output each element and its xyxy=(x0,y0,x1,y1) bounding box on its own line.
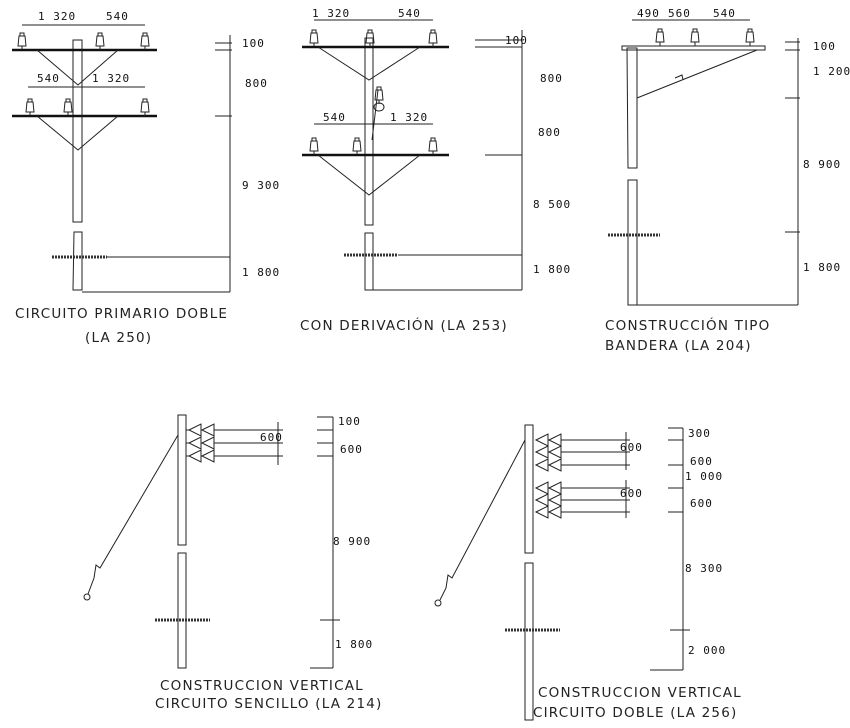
dim: 560 xyxy=(668,7,691,20)
dim: 100 xyxy=(338,415,361,428)
insulators xyxy=(655,28,755,47)
dimension-lines xyxy=(277,416,340,669)
conductors xyxy=(186,429,283,457)
drawing-title: CONSTRUCCION VERTICAL xyxy=(538,685,742,701)
dim: 540 xyxy=(713,7,736,20)
dim: 540 xyxy=(106,10,129,23)
dimension-lines xyxy=(22,24,232,293)
dim: 1 320 xyxy=(38,10,76,23)
dim: 2 000 xyxy=(688,644,726,657)
dim: 1 800 xyxy=(533,263,571,276)
drawing-title: CONSTRUCCION VERTICAL xyxy=(160,678,364,694)
drawing-title: CIRCUITO DOBLE (LA 256) xyxy=(533,705,737,721)
dim: 1 320 xyxy=(312,7,350,20)
drawing-title: BANDERA (LA 204) xyxy=(605,338,752,354)
insulators xyxy=(535,433,564,519)
dim: 540 xyxy=(37,72,60,85)
dim: 800 xyxy=(540,72,563,85)
dim: 100 xyxy=(505,34,528,47)
dim: 1 320 xyxy=(92,72,130,85)
drawing-la-253: 1 320 540 540 1 320 100 800 800 8 500 1 … xyxy=(300,7,571,334)
brace xyxy=(636,49,758,99)
dim: 8 900 xyxy=(803,158,841,171)
dim: 490 xyxy=(637,7,660,20)
dim: 100 xyxy=(813,40,836,53)
anchor xyxy=(83,593,91,601)
drawing-title: CIRCUITO SENCILLO (LA 214) xyxy=(155,696,383,712)
dim: 600 xyxy=(260,431,283,444)
dim: 1 320 xyxy=(390,111,428,124)
dim: 600 xyxy=(690,497,713,510)
dimension-lines xyxy=(625,427,690,671)
dim: 100 xyxy=(242,37,265,50)
dim: 8 900 xyxy=(333,535,371,548)
dim: 600 xyxy=(340,443,363,456)
insulators xyxy=(188,423,217,463)
conductors xyxy=(563,439,630,513)
pole xyxy=(177,414,187,669)
dim: 9 300 xyxy=(242,179,280,192)
dim: 1 000 xyxy=(685,470,723,483)
braces xyxy=(36,49,119,151)
dim: 800 xyxy=(538,126,561,139)
drawing-la-204: 490 560 540 100 1 200 8 900 1 800 CONSTR… xyxy=(605,7,850,354)
crossarm xyxy=(621,45,766,51)
guy-wire xyxy=(87,434,179,595)
dim: 540 xyxy=(323,111,346,124)
pole xyxy=(72,39,83,291)
dimension-lines xyxy=(314,19,523,291)
pole xyxy=(524,424,534,721)
dim: 1 800 xyxy=(242,266,280,279)
dim: 8 500 xyxy=(533,198,571,211)
guy-wire xyxy=(439,439,526,601)
dim: 800 xyxy=(245,77,268,90)
dim: 8 300 xyxy=(685,562,723,575)
pole xyxy=(364,37,374,291)
dim: 540 xyxy=(398,7,421,20)
drawing-title: CIRCUITO PRIMARIO DOBLE xyxy=(15,306,228,322)
dim: 300 xyxy=(688,427,711,440)
drawing-title: (LA 250) xyxy=(85,330,152,346)
drawing-la-250: 1 320 540 540 1 320 100 800 9 300 1 800 … xyxy=(12,10,280,346)
drawing-title: CON DERIVACIÓN (LA 253) xyxy=(300,316,508,334)
dim: 600 xyxy=(690,455,713,468)
dim: 1 800 xyxy=(335,638,373,651)
dim: 600 xyxy=(620,487,643,500)
braces xyxy=(317,46,421,196)
dim: 1 200 xyxy=(813,65,850,78)
dimension-lines xyxy=(632,19,800,306)
dim: 1 800 xyxy=(803,261,841,274)
anchor xyxy=(434,599,442,607)
pole xyxy=(626,47,638,306)
drawing-la-214: 600 100 600 8 900 1 800 CONSTRUCCION VER… xyxy=(83,414,383,712)
drawing-title: CONSTRUCCIÓN TIPO xyxy=(605,316,770,334)
insulators xyxy=(309,29,438,156)
drawing-la-256: 600 600 300 600 1 000 600 8 300 2 000 CO… xyxy=(434,424,742,721)
dim: 600 xyxy=(620,441,643,454)
